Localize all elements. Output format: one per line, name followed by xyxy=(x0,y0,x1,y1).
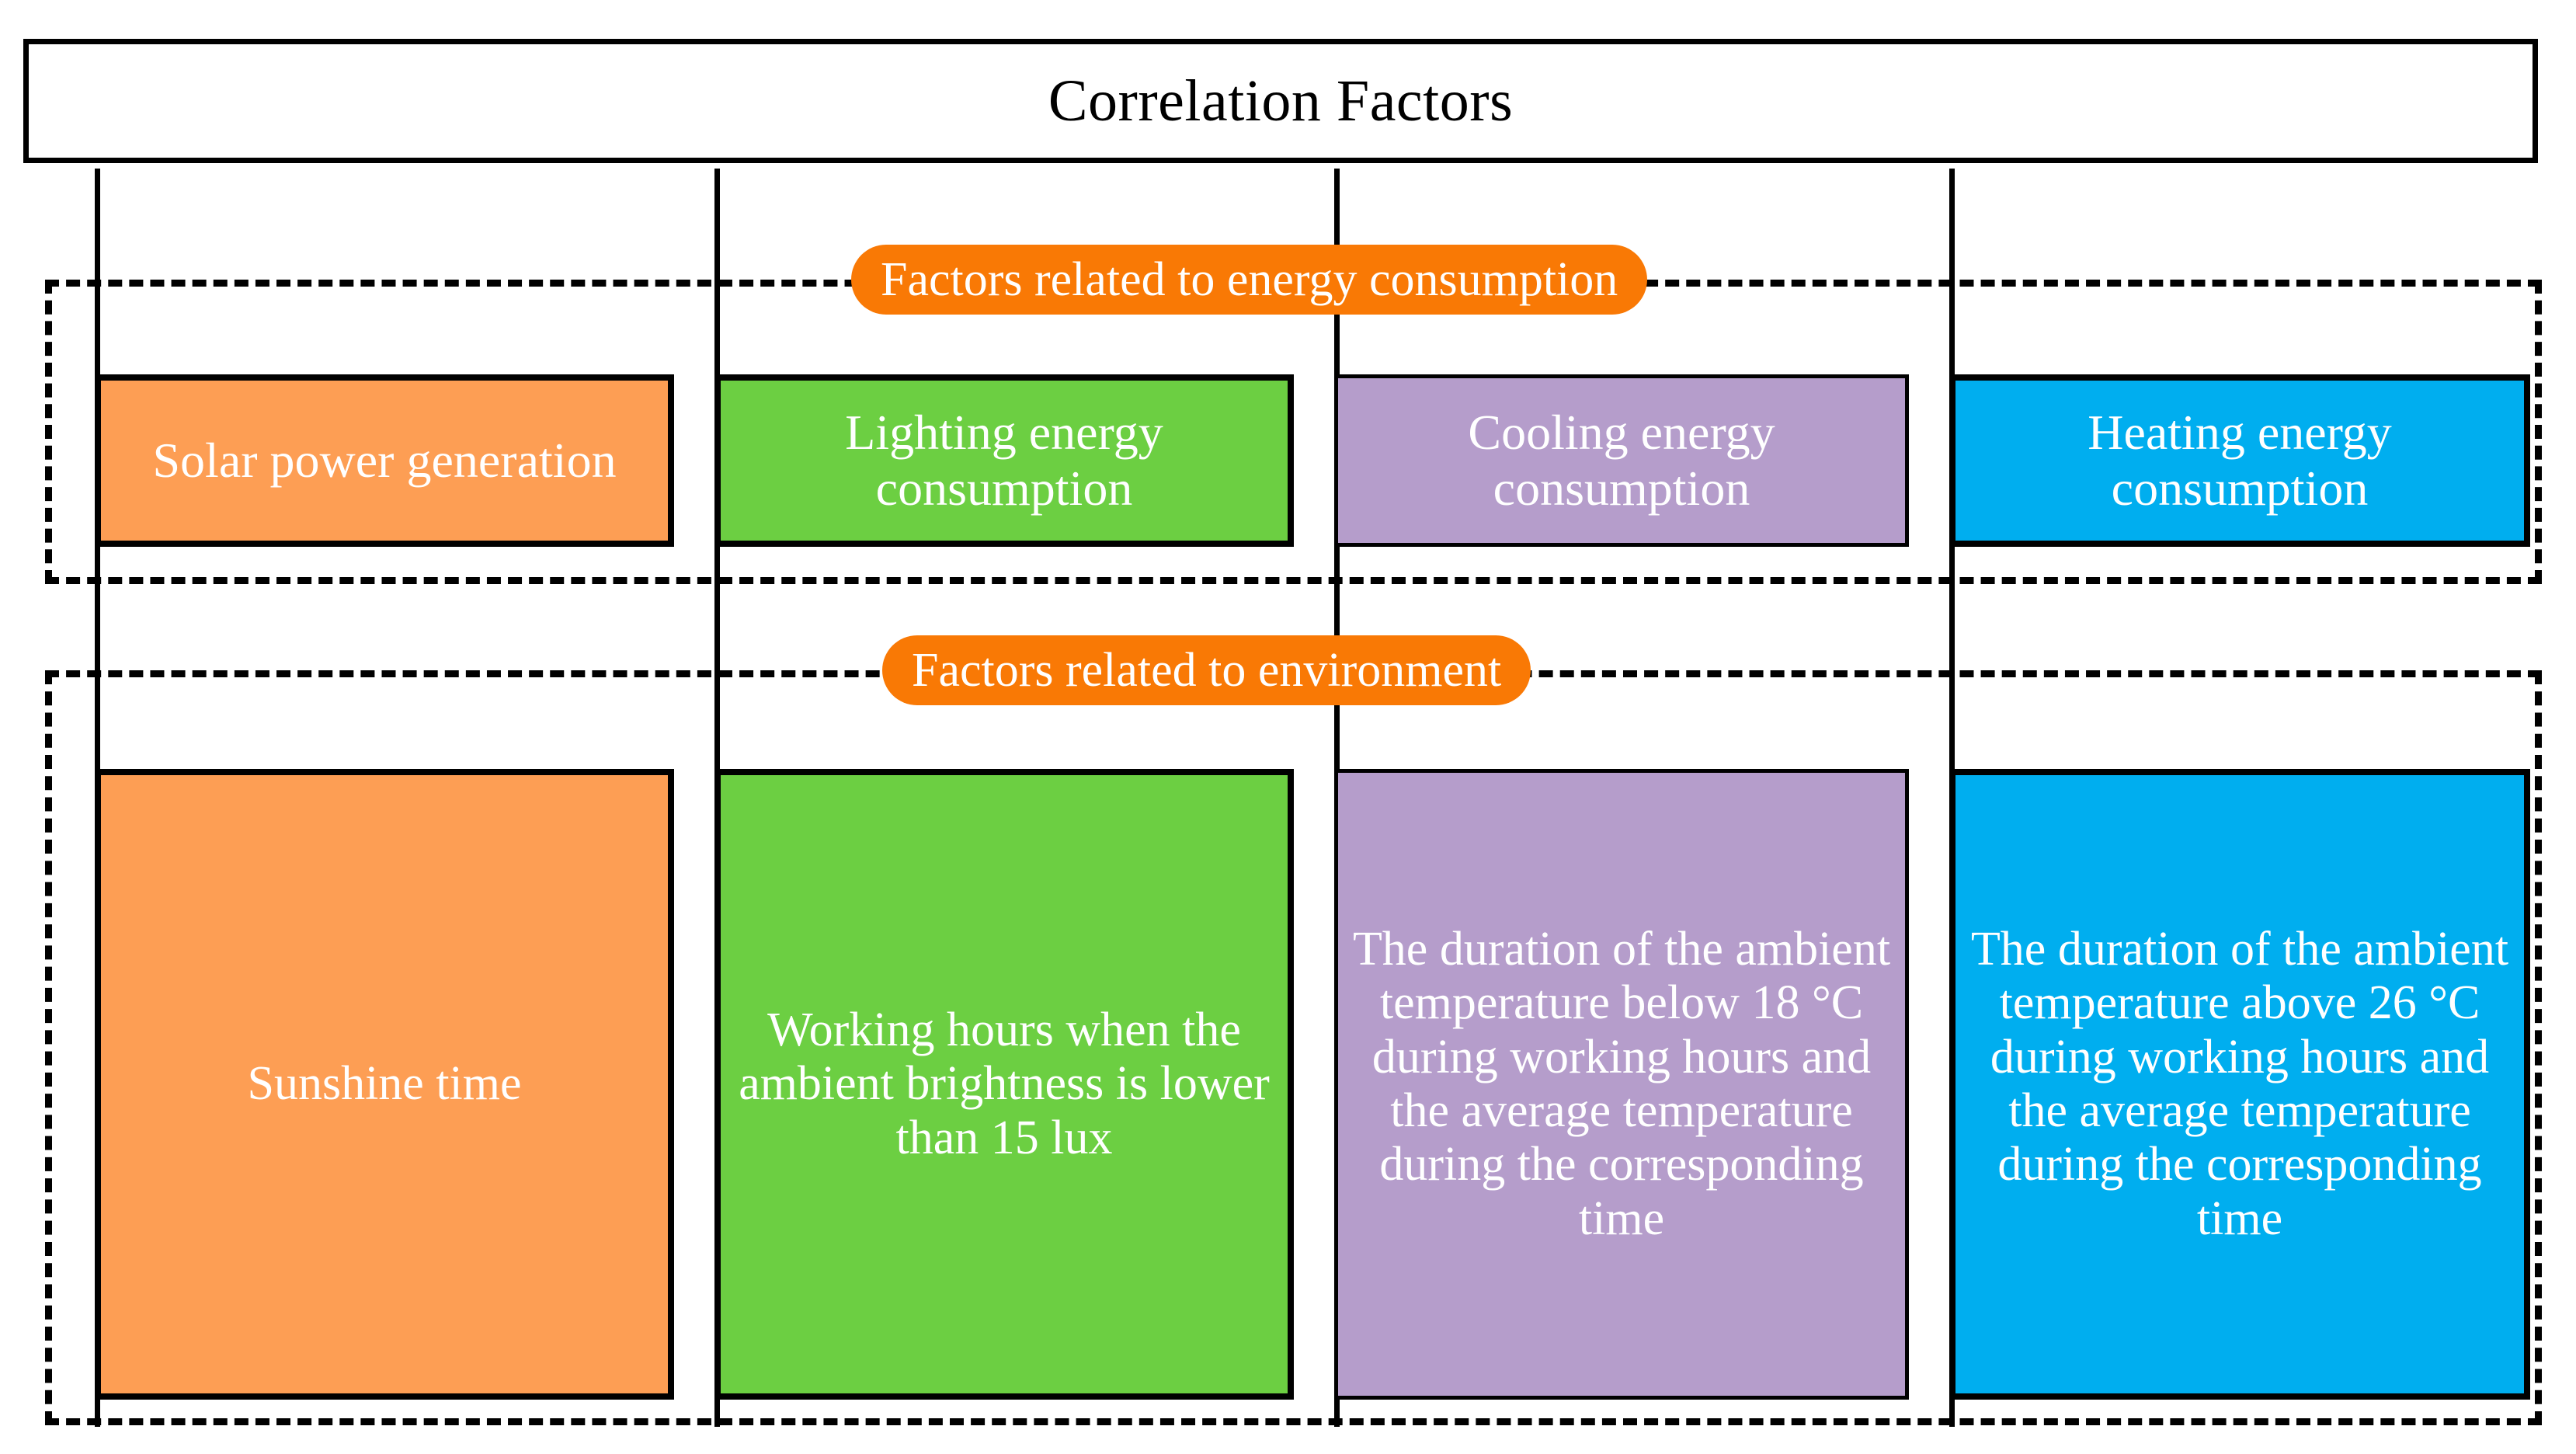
card-solar-power-generation: Solar power generation xyxy=(95,374,674,547)
card-lighting-energy-consumption-label: Lighting energy consumption xyxy=(845,405,1163,516)
card-ambient-temperature-below-18c: The duration of the ambient temperature … xyxy=(1334,769,1909,1400)
group-label-environment: Factors related to environment xyxy=(882,635,1531,705)
diagram-title-box: Correlation Factors xyxy=(23,39,2538,163)
card-ambient-temperature-below-18c-label: The duration of the ambient temperature … xyxy=(1352,922,1891,1245)
card-solar-power-generation-label: Solar power generation xyxy=(152,433,617,489)
card-ambient-brightness-working-hours-label: Working hours when the ambient brightnes… xyxy=(739,1003,1270,1164)
group-label-energy-consumption: Factors related to energy consumption xyxy=(851,245,1648,315)
card-heating-energy-consumption: Heating energy consumption xyxy=(1949,374,2530,547)
page-title: Correlation Factors xyxy=(1048,68,1514,134)
card-ambient-temperature-above-26c: The duration of the ambient temperature … xyxy=(1949,769,2530,1400)
card-cooling-energy-consumption: Cooling energy consumption xyxy=(1334,374,1909,547)
card-heating-energy-consumption-label: Heating energy consumption xyxy=(2088,405,2392,516)
card-lighting-energy-consumption: Lighting energy consumption xyxy=(714,374,1294,547)
group-label-environment-text: Factors related to environment xyxy=(912,644,1502,697)
card-ambient-temperature-above-26c-label: The duration of the ambient temperature … xyxy=(1970,922,2509,1245)
card-ambient-brightness-working-hours: Working hours when the ambient brightnes… xyxy=(714,769,1294,1400)
card-cooling-energy-consumption-label: Cooling energy consumption xyxy=(1468,405,1775,516)
card-sunshine-time: Sunshine time xyxy=(95,769,674,1400)
group-label-energy-text: Factors related to energy consumption xyxy=(881,253,1618,306)
card-sunshine-time-label: Sunshine time xyxy=(247,1057,522,1111)
